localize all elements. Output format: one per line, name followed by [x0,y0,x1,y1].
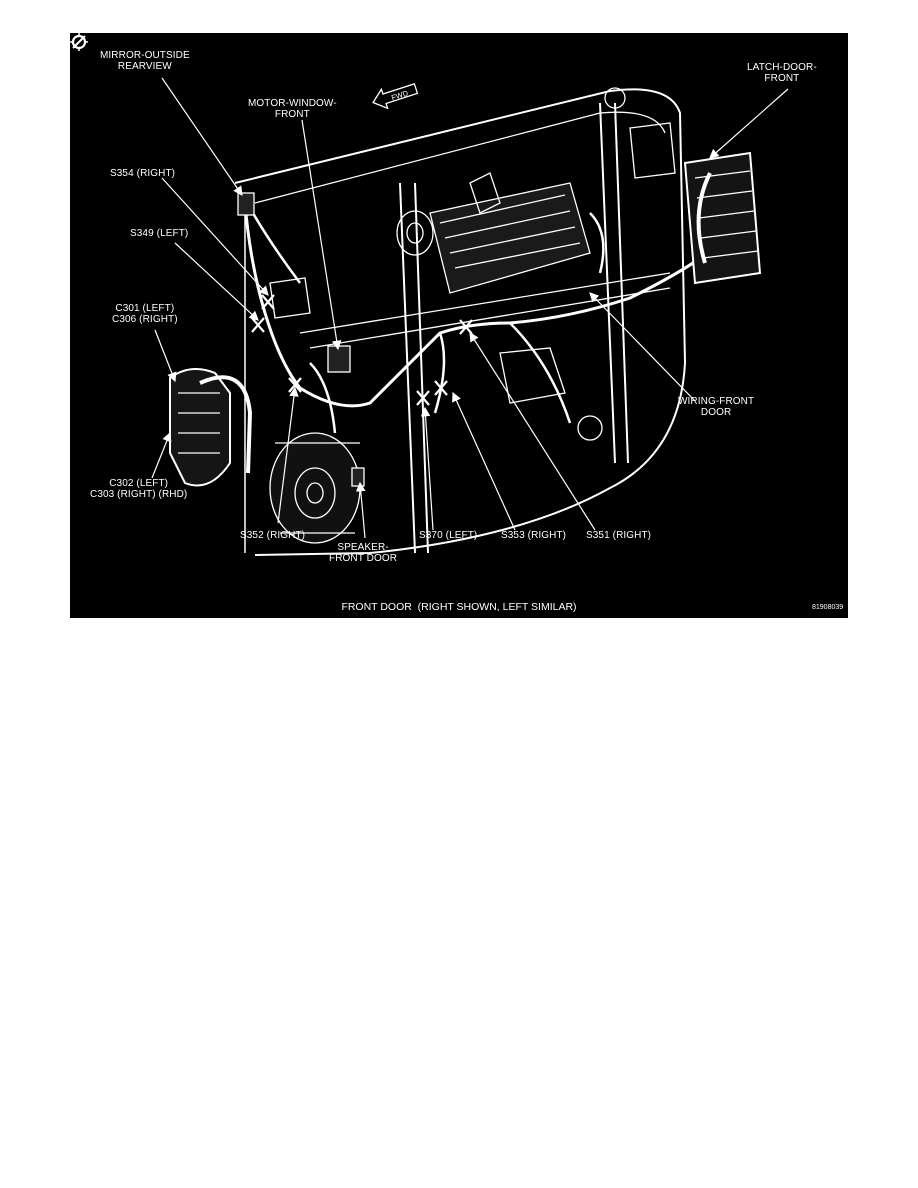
callout-speaker-front-door: SPEAKER- FRONT DOOR [329,542,398,564]
callout-s354: S354 (RIGHT) [110,168,176,179]
splice-x-s370 [416,390,430,406]
callout-wiring-front-door: WIRING-FRONT DOOR [678,396,755,418]
service-symbol-icon [70,33,88,51]
callout-latch-door-front: LATCH-DOOR- FRONT [747,62,817,84]
callout-s352: S352 (RIGHT) [240,530,306,541]
splice-x-s353 [434,380,448,396]
callout-c302-c303: C302 (LEFT) C303 (RIGHT) (RHD) [90,478,188,500]
callout-s370: S370 (LEFT) [419,530,478,541]
splice-x-s349 [251,317,265,333]
callout-s351: S351 (RIGHT) [586,530,652,541]
door-wiring-illustration: FWD MIRROR-OUTSIDE REARVIEW MOTOR-WINDOW… [70,33,848,618]
splice-x-s351 [459,319,473,335]
door-drawing: FWD [151,77,789,556]
callout-c301-c306: C301 (LEFT) C306 (RIGHT) [112,303,178,325]
door-line-art [169,87,762,556]
splice-x-s354 [261,294,275,310]
callout-mirror-outside-rearview: MIRROR-OUTSIDE REARVIEW [100,50,190,72]
callout-s353: S353 (RIGHT) [501,530,567,541]
fwd-arrow: FWD [372,83,419,110]
figure-id: 81908039 [812,604,844,611]
callout-s349: S349 (LEFT) [130,228,189,239]
splice-marks [251,294,473,406]
leader-lines [151,77,789,539]
callout-motor-window-front: MOTOR-WINDOW- FRONT [248,98,337,120]
figure-caption: FRONT DOOR (RIGHT SHOWN, LEFT SIMILAR) [341,601,577,613]
